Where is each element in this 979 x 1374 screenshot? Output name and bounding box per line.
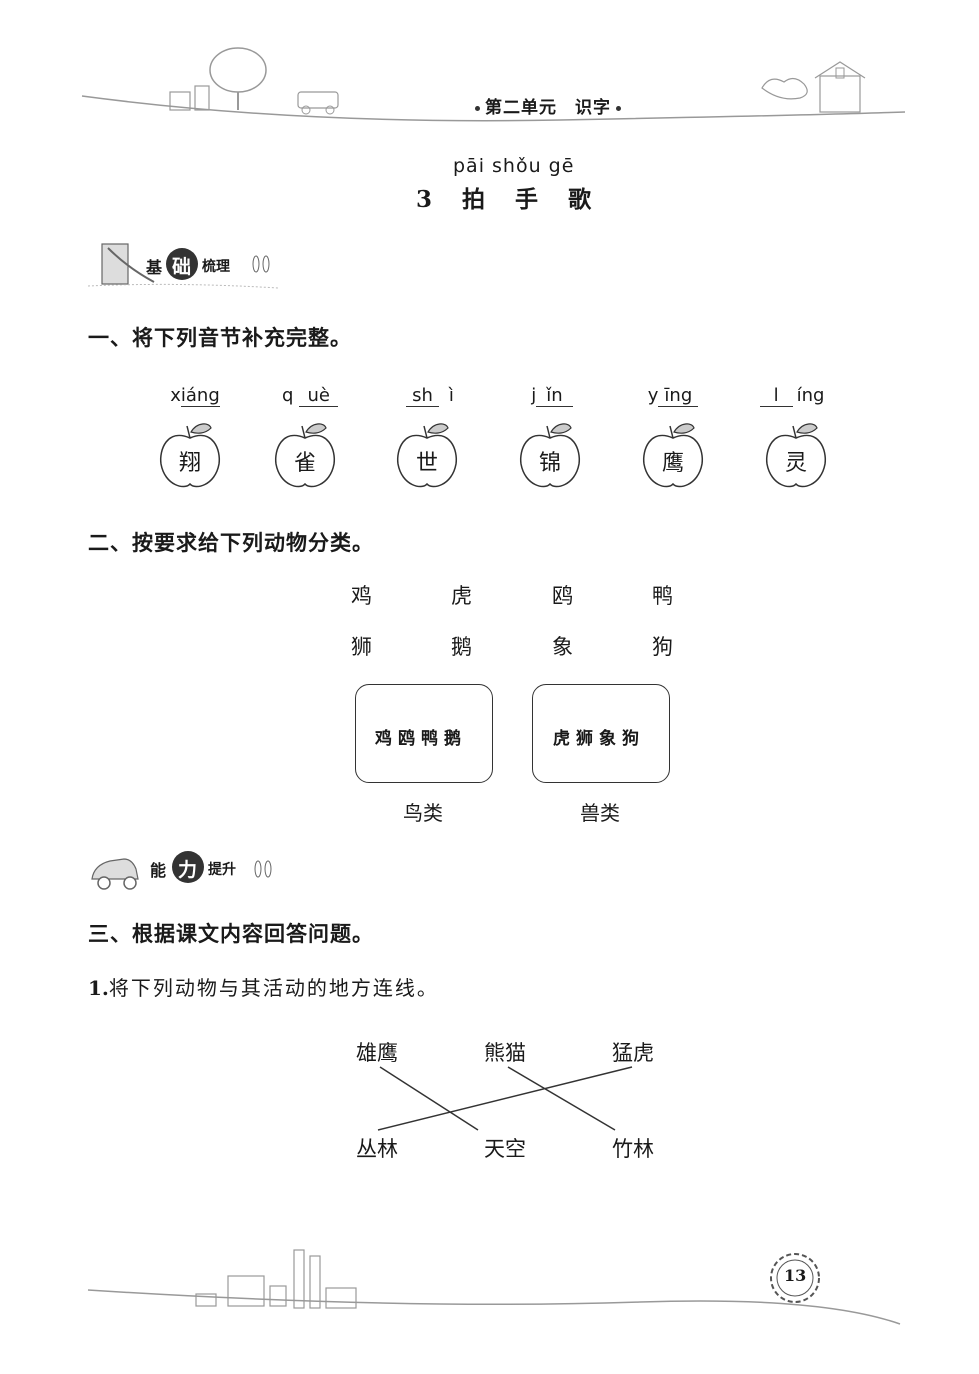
- page-number: 13: [784, 1266, 807, 1285]
- lesson-title: 3 拍 手 歌: [416, 180, 613, 214]
- animal-char: 鹅: [451, 635, 472, 659]
- lesson-pinyin: pāi shǒu gē: [453, 155, 575, 177]
- animal-char: 鸥: [552, 584, 573, 608]
- match-animal[interactable]: 猛虎: [612, 1041, 654, 1065]
- apple-icon: [396, 423, 458, 488]
- lesson-char: 歌: [568, 186, 592, 213]
- footer-decoration: [87, 1249, 901, 1325]
- apple-icon: [519, 423, 581, 488]
- apple-char: 灵: [784, 451, 807, 476]
- apple-char: 锦: [538, 451, 561, 476]
- unit-title-text: 第二单元 识字: [485, 98, 611, 118]
- pinyin-part: q: [282, 385, 294, 406]
- apple-char: 鹰: [661, 451, 684, 476]
- badge-circle: [166, 248, 198, 280]
- apple-icon: [159, 423, 221, 488]
- pinyin-part: y: [647, 385, 659, 406]
- badge-circle: [172, 851, 204, 883]
- beast-label: 兽类: [580, 801, 620, 825]
- pinyin-part: ǐn: [536, 385, 573, 407]
- pinyin-part: j: [531, 385, 537, 406]
- lesson-number: 3: [416, 186, 433, 213]
- pinyin-part: l: [759, 385, 793, 407]
- apple-icon: [765, 423, 827, 488]
- match-animal[interactable]: 熊猫: [484, 1041, 526, 1065]
- pinyin-part: íng: [796, 385, 825, 406]
- animal-char: 狗: [652, 635, 673, 659]
- pinyin-part: īng: [658, 385, 699, 407]
- ability-badge: 能 力 提升: [88, 845, 278, 895]
- bird-label: 鸟类: [403, 801, 443, 825]
- lesson-char: 拍: [462, 186, 486, 213]
- pinyin-part: uè: [299, 385, 338, 407]
- unit-title: 第二单元 识字: [470, 93, 626, 118]
- pinyin-part: sh: [406, 385, 439, 407]
- match-line: [507, 1066, 616, 1131]
- pinyin-part: ì: [448, 385, 454, 406]
- pinyin-item: xiáng: [155, 385, 235, 407]
- basic-badge: 基 础 梳理: [88, 238, 278, 293]
- badge-text: 提升: [208, 862, 236, 878]
- badge-text: 力: [178, 859, 198, 881]
- question-text: 将下列动物与其活动的地方连线。: [108, 976, 439, 1000]
- section-3-heading: 三、根据课文内容回答问题。: [88, 922, 374, 946]
- animal-char: 狮: [351, 635, 372, 659]
- match-animal[interactable]: 雄鹰: [356, 1041, 398, 1065]
- apple-icon: [274, 423, 336, 488]
- question-1: 1.将下列动物与其活动的地方连线。: [88, 972, 439, 1001]
- dot-icon: [475, 105, 480, 111]
- lesson-char: 手: [515, 186, 539, 213]
- animal-char: 鸡: [351, 584, 372, 608]
- apple-icon: [642, 423, 704, 488]
- dot-icon: [616, 105, 621, 111]
- pinyin-part: x: [170, 385, 181, 406]
- section-1-heading: 一、将下列音节补充完整。: [88, 326, 352, 350]
- header-decoration: [81, 47, 906, 122]
- beast-answer-text: 虎狮象狗: [553, 729, 645, 749]
- animal-char: 鸭: [652, 584, 673, 608]
- apple-char: 翔: [178, 451, 201, 476]
- badge-text: 能: [150, 861, 167, 880]
- bird-answer-text: 鸡鸥鸭鹅: [375, 729, 467, 749]
- match-place[interactable]: 竹林: [612, 1137, 654, 1161]
- pinyin-part: iáng: [180, 385, 220, 407]
- badge-text: 础: [172, 256, 192, 278]
- question-number: 1.: [88, 976, 109, 1000]
- slide-icon: [88, 243, 278, 289]
- section-2-heading: 二、按要求给下列动物分类。: [88, 531, 374, 555]
- animal-char: 虎: [451, 584, 472, 608]
- bird-answer-box[interactable]: [355, 684, 493, 783]
- apple-char: 世: [415, 451, 438, 476]
- beast-answer-box[interactable]: [532, 684, 670, 783]
- badge-text: 梳理: [202, 259, 230, 275]
- match-place[interactable]: 丛林: [356, 1137, 398, 1161]
- animal-char: 象: [552, 635, 573, 659]
- car-icon: [91, 858, 272, 890]
- match-line: [379, 1066, 479, 1131]
- apple-char: 雀: [293, 451, 316, 476]
- match-line: [377, 1066, 633, 1131]
- badge-text: 基: [146, 258, 163, 277]
- match-place[interactable]: 天空: [484, 1137, 526, 1161]
